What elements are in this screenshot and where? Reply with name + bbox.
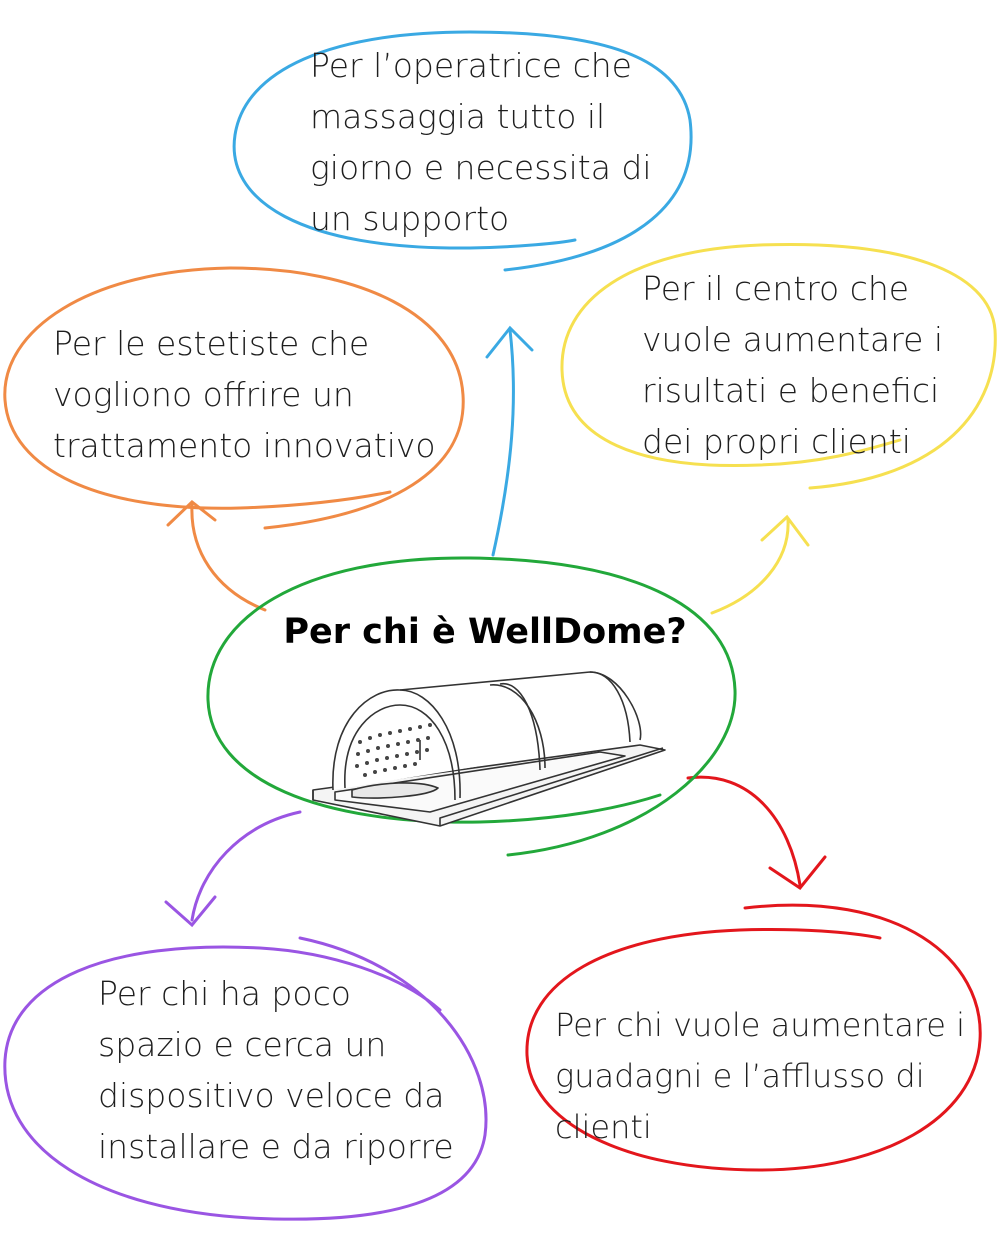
bubble-bottom-left-text: Per chi ha poco spazio e cerca un dispos… <box>98 968 454 1172</box>
arrow-to-bottom-left-shaft <box>190 810 302 922</box>
arrow-to-bottom-right-shaft <box>686 775 802 887</box>
bubble-right-line: Per il centro che <box>642 269 910 308</box>
center-title: Per chi è WellDome? <box>283 612 687 652</box>
bubble-bottom-left-line: dispositivo veloce da <box>98 1076 445 1115</box>
bubble-top-text: Per l’operatrice che massaggia tutto il … <box>310 40 652 244</box>
bubble-top-outline <box>232 30 693 557</box>
bubble-bottom-right-line: guadagni e l’afflusso di <box>555 1057 925 1095</box>
center-ellipse <box>206 556 737 857</box>
bubble-bottom-left-line: installare e da riporre <box>98 1127 454 1166</box>
arrow-to-bottom-left-head <box>164 895 217 928</box>
arrow-to-bottom-right-head <box>768 855 827 891</box>
arrow-to-left-head <box>166 500 217 527</box>
bubble-right-line: vuole aumentare i <box>642 320 944 359</box>
bubble-left-line: Per le estetiste che <box>53 324 370 363</box>
bubble-left-line: vogliono offrire un <box>53 375 354 414</box>
bubble-bottom-right-ellipse <box>525 903 982 1172</box>
bubble-top-ellipse <box>232 30 693 272</box>
bubble-top-line: massaggia tutto il <box>310 97 606 136</box>
bubble-bottom-right-text: Per chi vuole aumentare i guadagni e l’a… <box>555 1000 965 1153</box>
bubble-bottom-right-line: Per chi vuole aumentare i <box>555 1006 966 1044</box>
bubble-right-text: Per il centro che vuole aumentare i risu… <box>642 263 943 467</box>
bubble-top-line: un supporto <box>310 199 510 238</box>
bubble-top-line: giorno e necessita di <box>310 148 652 187</box>
bubble-left-line: trattamento innovativo <box>53 426 436 465</box>
bubble-bottom-left-line: Per chi ha poco <box>98 974 351 1013</box>
bubble-left-text: Per le estetiste che vogliono offrire un… <box>53 318 436 471</box>
arrow-to-left-shaft <box>190 503 267 612</box>
arrow-to-top-head <box>485 325 534 359</box>
bubble-left-ellipse <box>3 266 465 530</box>
bubble-right-ellipse <box>560 242 997 490</box>
bubble-top-line: Per l’operatrice che <box>310 46 632 85</box>
bubble-bottom-left-line: spazio e cerca un <box>98 1025 387 1064</box>
arrow-to-right-shaft <box>710 518 790 615</box>
bubble-bottom-right-line: clienti <box>555 1108 652 1146</box>
bubble-right-line: dei propri clienti <box>642 422 911 461</box>
welldome-device-drawing <box>312 671 666 827</box>
arrow-to-top-shaft <box>491 328 515 557</box>
bubble-bottom-left-ellipse <box>3 936 488 1221</box>
arrow-to-right-head <box>760 514 810 547</box>
bubble-right-line: risultati e benefici <box>642 371 940 410</box>
